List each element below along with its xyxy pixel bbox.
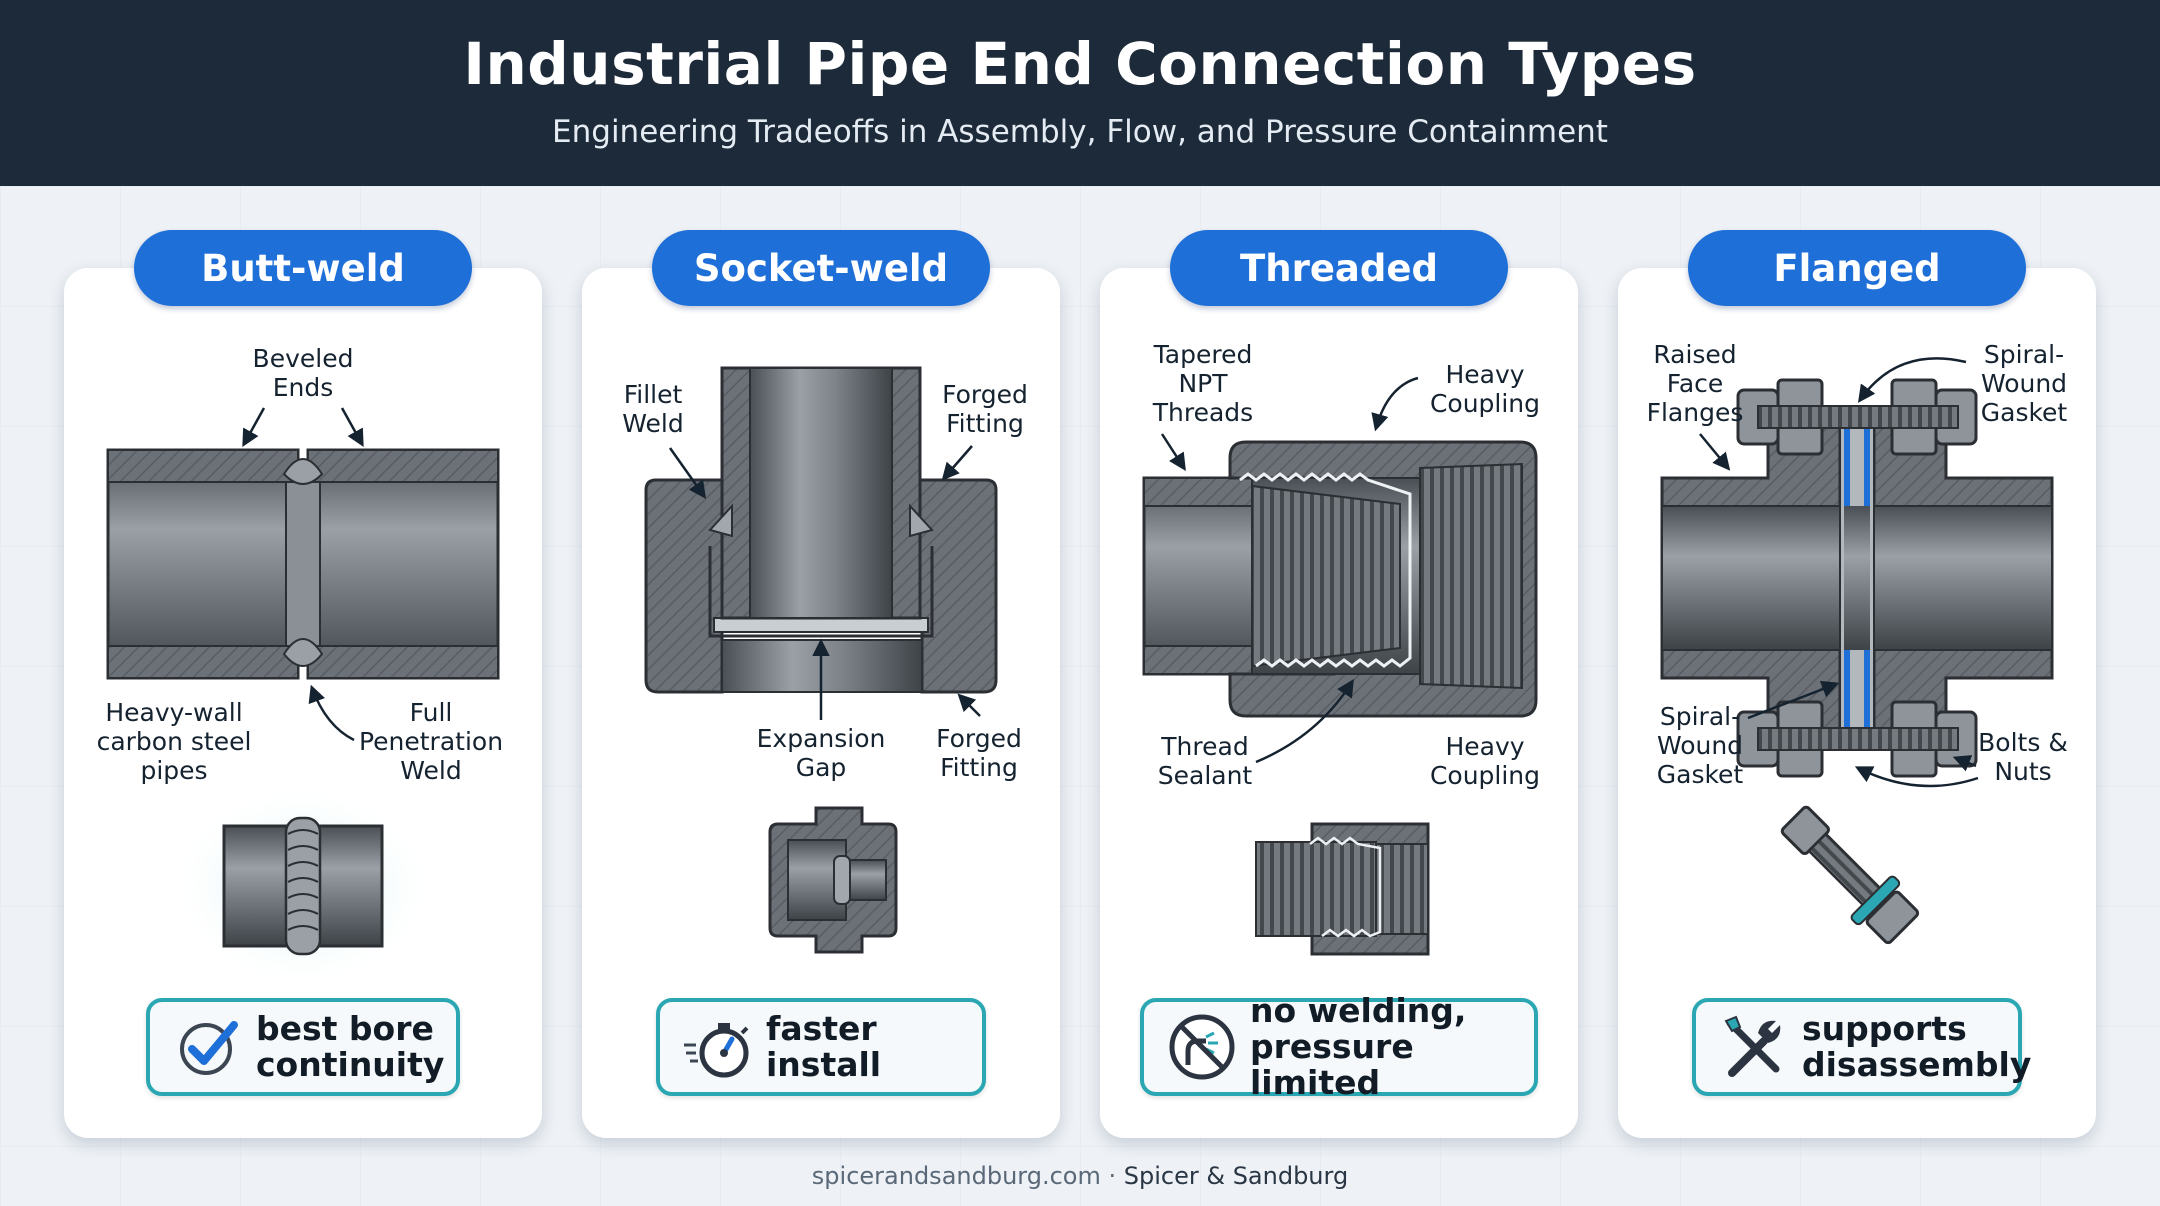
- footer-site[interactable]: spicerandsandburg.com: [811, 1162, 1101, 1190]
- badge-butt-weld: best bore continuity: [146, 998, 460, 1096]
- label-bolts-nuts: Bolts & Nuts: [1978, 728, 2068, 786]
- label-forged-fitting-bottom: Forged Fitting: [936, 724, 1022, 782]
- panel-socket-weld: Fillet Weld Forged Fitting Expansion Gap…: [582, 268, 1060, 1138]
- weld-bead-bottom: [282, 638, 324, 667]
- raised-face-flange-left: [1660, 416, 1842, 740]
- butt-weld-pipe-right: [306, 448, 500, 680]
- tools-icon: [1724, 1015, 1781, 1077]
- label-beveled-ends: Beveled Ends: [252, 344, 354, 402]
- tab-threaded[interactable]: Threaded: [1170, 230, 1508, 306]
- no-welding-icon: [1169, 1014, 1235, 1080]
- fillet-weld-left: [708, 503, 733, 538]
- panel-flanged: Raised Face Flanges Spiral-Wound Gasket …: [1618, 268, 2096, 1138]
- label-full-penetration-weld: Full Penetration Weld: [358, 698, 504, 785]
- label-heavy-coupling-bottom: Heavy Coupling: [1429, 732, 1541, 790]
- socket-weld-diagram: [644, 366, 998, 954]
- label-heavy-coupling-top: Heavy Coupling: [1429, 360, 1541, 418]
- bolt-top: [1736, 378, 1978, 456]
- bolt-nut-icon: [1780, 805, 1920, 945]
- tab-butt-weld[interactable]: Butt-weld: [134, 230, 472, 306]
- label-spiral-wound-gasket-top: Spiral-Wound Gasket: [1980, 340, 2068, 427]
- threaded-joint-icon: [1255, 822, 1430, 956]
- checkmark-icon: [180, 1021, 238, 1075]
- header-banner: Industrial Pipe End Connection Types Eng…: [0, 0, 2160, 186]
- footer-brand: Spicer & Sandburg: [1123, 1162, 1349, 1190]
- bolt-bottom: [1736, 700, 1978, 778]
- label-heavy-wall-pipes: Heavy-wall carbon steel pipes: [96, 698, 252, 785]
- butt-weld-pipe-left: [106, 448, 300, 680]
- label-raised-face-flanges: Raised Face Flanges: [1646, 340, 1744, 427]
- butt-weld-diagram: [106, 407, 500, 986]
- raised-face-flange-right: [1872, 416, 2054, 740]
- threaded-diagram: [1142, 376, 1538, 956]
- label-forged-fitting-top: Forged Fitting: [942, 380, 1028, 438]
- badge-text-threaded: no welding, pressure limited: [1250, 991, 1467, 1102]
- label-spiral-wound-gasket-bottom: Spiral-Wound Gasket: [1656, 702, 1744, 789]
- label-thread-sealant: Thread Sealant: [1157, 732, 1253, 790]
- flanged-diagram: [1660, 357, 2054, 945]
- label-expansion-gap: Expansion Gap: [756, 724, 886, 782]
- thread-sealant: [1239, 472, 1412, 668]
- fillet-weld-right: [909, 503, 934, 538]
- badge-text-socket-weld: faster install: [766, 1009, 882, 1084]
- badge-flanged: supports disassembly: [1692, 998, 2032, 1096]
- label-tapered-npt-threads: Tapered NPT Threads: [1152, 340, 1254, 427]
- footer-separator: ·: [1100, 1162, 1124, 1190]
- badge-threaded: no welding, pressure limited: [1140, 993, 1538, 1101]
- badge-text-flanged: supports disassembly: [1802, 1009, 2032, 1084]
- socket-fitting-icon: [768, 806, 898, 954]
- weld-bead-top: [282, 458, 324, 485]
- page-title: Industrial Pipe End Connection Types: [463, 30, 1697, 98]
- label-fillet-weld: Fillet Weld: [622, 380, 684, 438]
- panel-threaded: Tapered NPT Threads Heavy Coupling Threa…: [1100, 268, 1578, 1138]
- expansion-gap: [713, 617, 929, 633]
- page-subtitle: Engineering Tradeoffs in Assembly, Flow,…: [552, 114, 1608, 150]
- badge-socket-weld: faster install: [656, 998, 986, 1096]
- badge-text-butt-weld: best bore continuity: [256, 1009, 445, 1084]
- stopwatch-icon: [684, 1023, 749, 1078]
- panel-butt-weld: Beveled Ends Heavy-wall carbon steel pip…: [64, 268, 542, 1138]
- footer-credit: spicerandsandburg.com · Spicer & Sandbur…: [0, 1162, 2160, 1190]
- tab-socket-weld[interactable]: Socket-weld: [652, 230, 990, 306]
- tab-flanged[interactable]: Flanged: [1688, 230, 2026, 306]
